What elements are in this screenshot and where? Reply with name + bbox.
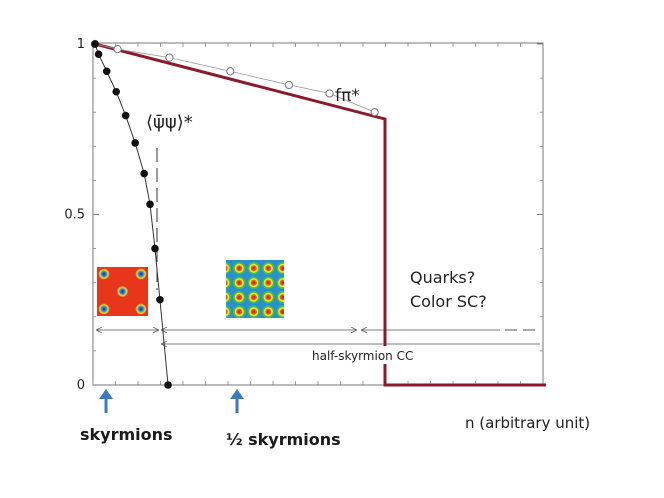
half-skyrmion-inset [226, 260, 284, 318]
half-skyrmion-label-bg [308, 346, 408, 364]
chiral-condensate-point [146, 200, 154, 209]
skyrmions-arrow [99, 389, 113, 413]
chiral-condensate-point [151, 244, 159, 253]
chiral-condensate-point [140, 169, 148, 178]
chiral-condensate-point [94, 50, 103, 59]
y-tick-label: 0.5 [64, 208, 85, 223]
chiral-condensate-point [121, 111, 130, 120]
chiral-condensate-label: ⟨ψ̄ψ⟩* [146, 112, 193, 133]
skyrmions-label: skyrmions [80, 425, 173, 444]
plot-frame [92, 42, 544, 386]
f-pi-point [370, 108, 379, 117]
chiral-condensate-point [102, 67, 111, 76]
chiral-condensate-point [131, 139, 139, 147]
y-tick-labels: 00.51 [64, 37, 85, 393]
axis-ticks [92, 43, 544, 386]
f-pi-point [165, 53, 174, 62]
chiral-condensate-point [91, 40, 99, 48]
chiral-condensate-point [112, 87, 120, 96]
series-layer [90, 39, 546, 389]
f-pi-point [325, 89, 334, 98]
half-skyrmions-arrow [230, 389, 244, 413]
skyrmion-inset [97, 267, 148, 316]
x-axis-label: n (arbitrary unit) [465, 414, 590, 432]
color-sc-label: Color SC? [410, 292, 487, 311]
f-pi-point [226, 67, 235, 76]
chiral-condensate-point [156, 295, 164, 304]
y-tick-label: 1 [77, 37, 85, 52]
half-skyrmions-label: ½ skyrmions [226, 430, 341, 449]
f-pi-point [284, 80, 294, 90]
f-pi-label: fπ* [335, 86, 360, 106]
f-pi-point [113, 45, 122, 54]
f-pi-model-line [94, 42, 546, 387]
y-tick-label: 0 [77, 378, 85, 393]
quarks-label: Quarks? [410, 268, 475, 287]
chiral-condensate-point [164, 381, 172, 389]
half-skyrmion-cc-label: half-skyrmion CC [312, 349, 413, 363]
